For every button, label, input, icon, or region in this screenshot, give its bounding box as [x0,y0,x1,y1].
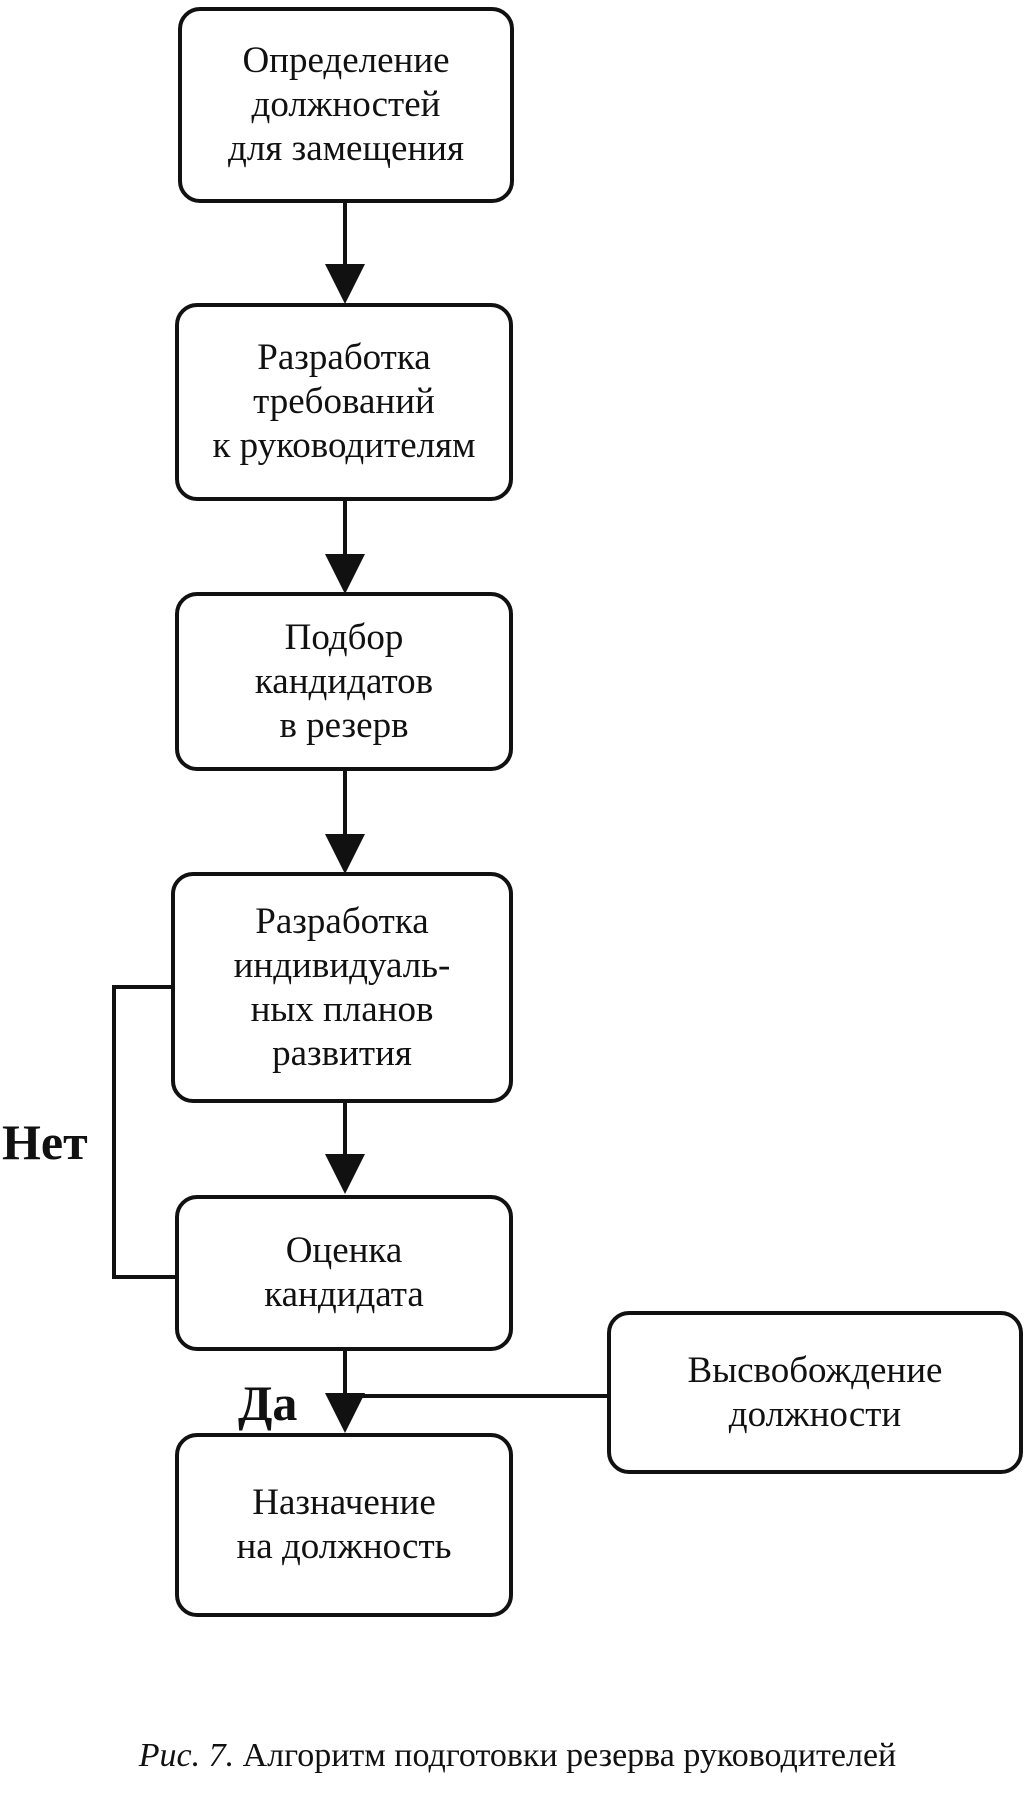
no-feedback-line [112,985,175,1279]
figure-caption: Рис. 7. Алгоритм подготовки резерва руко… [0,1736,1035,1776]
step-select-candidates-label: Подбор кандидатов в резерв [254,616,434,746]
step-development-plans-box: Разработка индивидуаль- ных планов разви… [171,872,513,1103]
step-select-candidates-box: Подбор кандидатов в резерв [175,592,513,771]
step-define-positions-label: Определение должностей для замещения [228,40,464,169]
no-branch-label: Нет [2,1114,88,1170]
step-appointment-box: Назначение на должность [175,1433,513,1617]
side-position-release-label: Высвобождение должности [687,1349,943,1435]
step-evaluate-candidate-label: Оценка кандидата [264,1230,424,1315]
side-position-release-box: Высвобождение должности [607,1311,1023,1474]
figure-caption-text: Алгоритм подготовки резерва руководителе… [242,1737,897,1774]
figure-number: Рис. 7. [138,1737,235,1774]
step-evaluate-candidate-box: Оценка кандидата [175,1195,513,1351]
step-appointment-label: Назначение на должность [236,1482,452,1567]
step-develop-requirements-box: Разработка требований к руководителям [175,303,513,501]
yes-branch-label: Да [238,1375,298,1431]
step-develop-requirements-label: Разработка требований к руководителям [212,337,476,466]
step-development-plans-label: Разработка индивидуаль- ных планов разви… [233,900,451,1074]
step-define-positions-box: Определение должностей для замещения [178,7,514,203]
